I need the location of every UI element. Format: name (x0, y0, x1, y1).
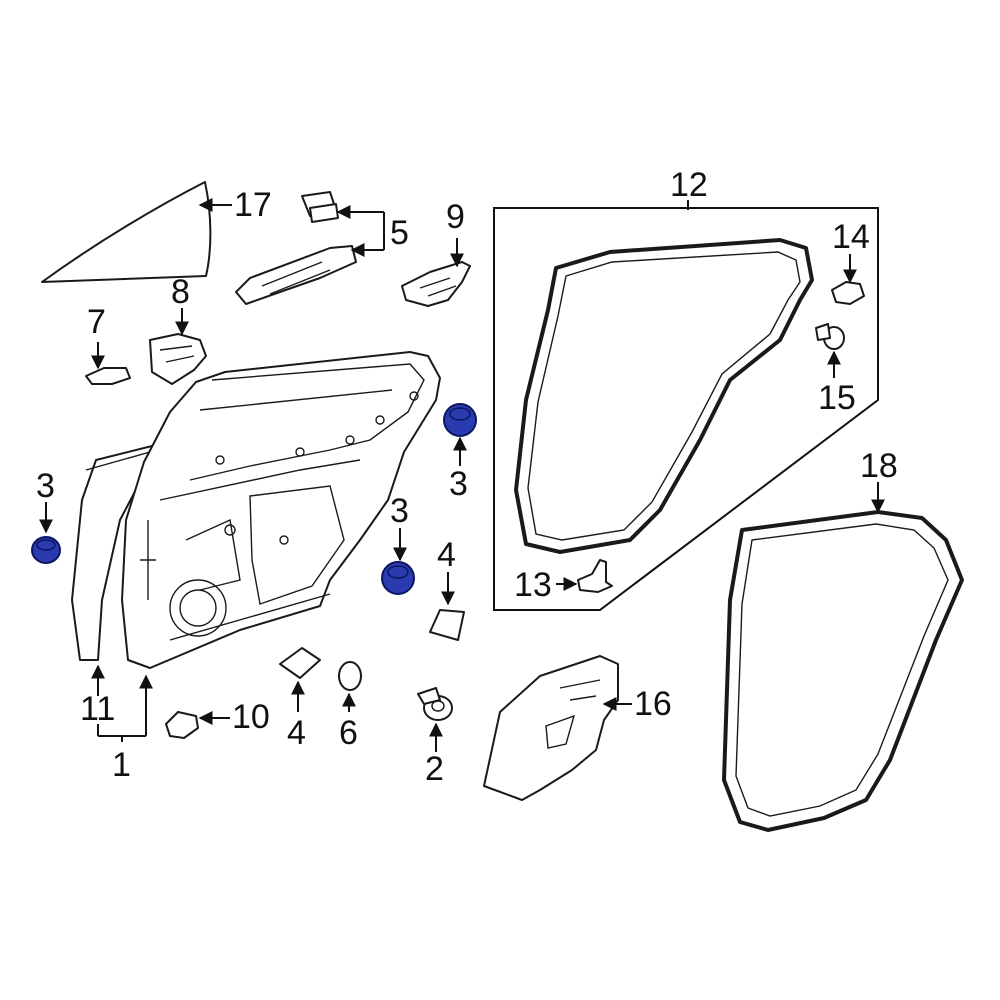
callout-17-label: 17 (234, 186, 272, 224)
callout-1-label: 1 (112, 746, 131, 784)
callout-9: 9 (446, 198, 465, 268)
callout-5-label: 5 (390, 214, 409, 252)
part-5-bracket[interactable] (235, 191, 357, 305)
callout-8: 8 (171, 273, 190, 336)
part-12-group-box (493, 207, 879, 611)
callout-10: 10 (198, 698, 270, 736)
part-14-clip[interactable] (831, 281, 865, 305)
callout-3-upper-label: 3 (449, 465, 468, 503)
callout-4-bottom-label: 4 (287, 714, 306, 752)
callout-9-label: 9 (446, 198, 465, 236)
part-4-tape-right[interactable] (429, 609, 465, 641)
callout-18-label: 18 (860, 447, 898, 485)
part-8-bracket[interactable] (149, 333, 207, 385)
part-17-quarter-glass[interactable] (41, 181, 212, 283)
part-6-hole-plug[interactable] (338, 661, 362, 691)
callout-4-bottom: 4 (287, 680, 306, 752)
callout-2-label: 2 (425, 750, 444, 788)
callout-2: 2 (425, 722, 444, 788)
callout-12-label: 12 (670, 166, 708, 204)
callout-16-label: 16 (634, 685, 672, 723)
callout-14: 14 (832, 218, 870, 284)
callout-3-upper: 3 (449, 436, 468, 503)
part-1-door-shell[interactable] (121, 351, 441, 669)
callout-3-left-label: 3 (36, 467, 55, 505)
part-3-plug-upper[interactable] (443, 403, 477, 437)
callout-18: 18 (860, 447, 898, 514)
part-15-push-clip[interactable] (815, 323, 845, 350)
callout-3-left: 3 (36, 467, 55, 534)
callout-12: 12 (670, 166, 708, 210)
part-16-water-shield[interactable] (483, 655, 619, 801)
callout-16: 16 (602, 685, 672, 723)
callout-1: 1 (97, 674, 153, 784)
part-18-body-weatherstrip[interactable] (722, 510, 964, 832)
callout-13: 13 (514, 566, 578, 604)
callout-17: 17 (198, 186, 272, 224)
callout-13-label: 13 (514, 566, 552, 604)
callout-3-center-label: 3 (390, 492, 409, 530)
callout-11: 11 (80, 664, 115, 728)
callout-6-label: 6 (339, 714, 358, 752)
part-13-clip[interactable] (577, 559, 613, 593)
callout-6: 6 (339, 692, 358, 752)
part-9-bracket[interactable] (401, 261, 471, 307)
callout-15-label: 15 (818, 379, 856, 417)
callout-5: 5 (336, 205, 409, 257)
callout-4-right: 4 (437, 536, 456, 606)
callout-15: 15 (818, 350, 856, 417)
part-3-plug-left[interactable] (31, 536, 61, 564)
callout-10-label: 10 (232, 698, 270, 736)
part-3-plug-center[interactable] (381, 561, 415, 595)
part-4-tape-bottom[interactable] (279, 647, 321, 679)
part-2-bumper[interactable] (417, 687, 453, 721)
callout-11-label: 11 (80, 690, 115, 728)
callout-14-label: 14 (832, 218, 870, 256)
callout-4-right-label: 4 (437, 536, 456, 574)
callout-3-center: 3 (390, 492, 409, 562)
callout-8-label: 8 (171, 273, 190, 311)
callout-7-label: 7 (87, 303, 106, 341)
callout-7: 7 (87, 303, 106, 370)
part-10-clip[interactable] (165, 711, 199, 739)
part-7-clip[interactable] (85, 367, 131, 385)
part-12-door-weatherstrip[interactable] (514, 238, 814, 554)
